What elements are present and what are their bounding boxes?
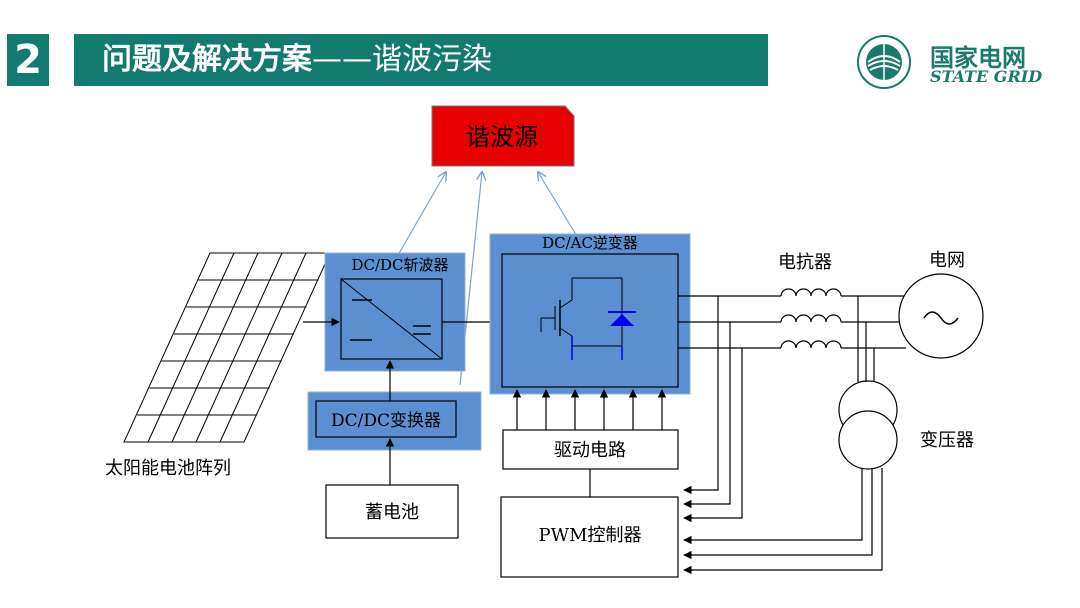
page-title: 问题及解决方案——谐波污染 <box>102 34 492 86</box>
title-main: 问题及解决方案 <box>102 42 312 77</box>
ac-wave-icon <box>923 311 959 325</box>
title-sub: 谐波污染 <box>372 42 492 77</box>
transformer <box>838 380 898 470</box>
logo-name-en: STATE GRID <box>930 67 1043 86</box>
drive-circuit-label: 驱动电路 <box>554 440 626 461</box>
dcdc-chopper: DC/DC斩波器 <box>324 252 466 372</box>
title-bar: 问题及解决方案——谐波污染 <box>74 34 768 86</box>
grid-source <box>898 273 984 359</box>
transformer-label: 变压器 <box>920 430 974 451</box>
grid-label: 电网 <box>929 250 965 271</box>
igbt-symbol <box>540 277 636 360</box>
state-grid-globe-icon <box>857 35 911 89</box>
battery-label: 蓄电池 <box>365 502 419 523</box>
harmonic-source-box: 谐波源 <box>431 105 575 167</box>
three-phase-lines <box>678 288 906 349</box>
logo-name-cn: 国家电网 <box>930 44 1026 72</box>
pwm-controller-label: PWM控制器 <box>538 525 641 546</box>
drive-signal-arrows <box>512 389 667 497</box>
solar-array <box>123 252 331 443</box>
dcdc-chopper-label: DC/DC斩波器 <box>351 256 448 274</box>
pwm-controller: PWM控制器 <box>500 496 679 578</box>
dcdc-converter: DC/DC变换器 <box>307 391 482 451</box>
drive-circuit: 驱动电路 <box>502 429 679 470</box>
transformer-taps <box>857 296 875 382</box>
solar-array-label: 太阳能电池阵列 <box>105 458 231 479</box>
title-dash: —— <box>312 42 372 77</box>
section-number: 2 <box>7 34 49 86</box>
harmonic-source-label: 谐波源 <box>466 123 538 151</box>
dcac-inverter-label: DC/AC逆变器 <box>542 234 638 252</box>
feedback-lines <box>683 296 883 575</box>
dcdc-converter-label: DC/DC变换器 <box>331 411 441 431</box>
reactor-label: 电抗器 <box>778 252 832 273</box>
battery: 蓄电池 <box>325 484 459 539</box>
state-grid-logo: 国家电网 STATE GRID <box>852 32 1052 92</box>
dcac-inverter: DC/AC逆变器 <box>489 233 691 395</box>
